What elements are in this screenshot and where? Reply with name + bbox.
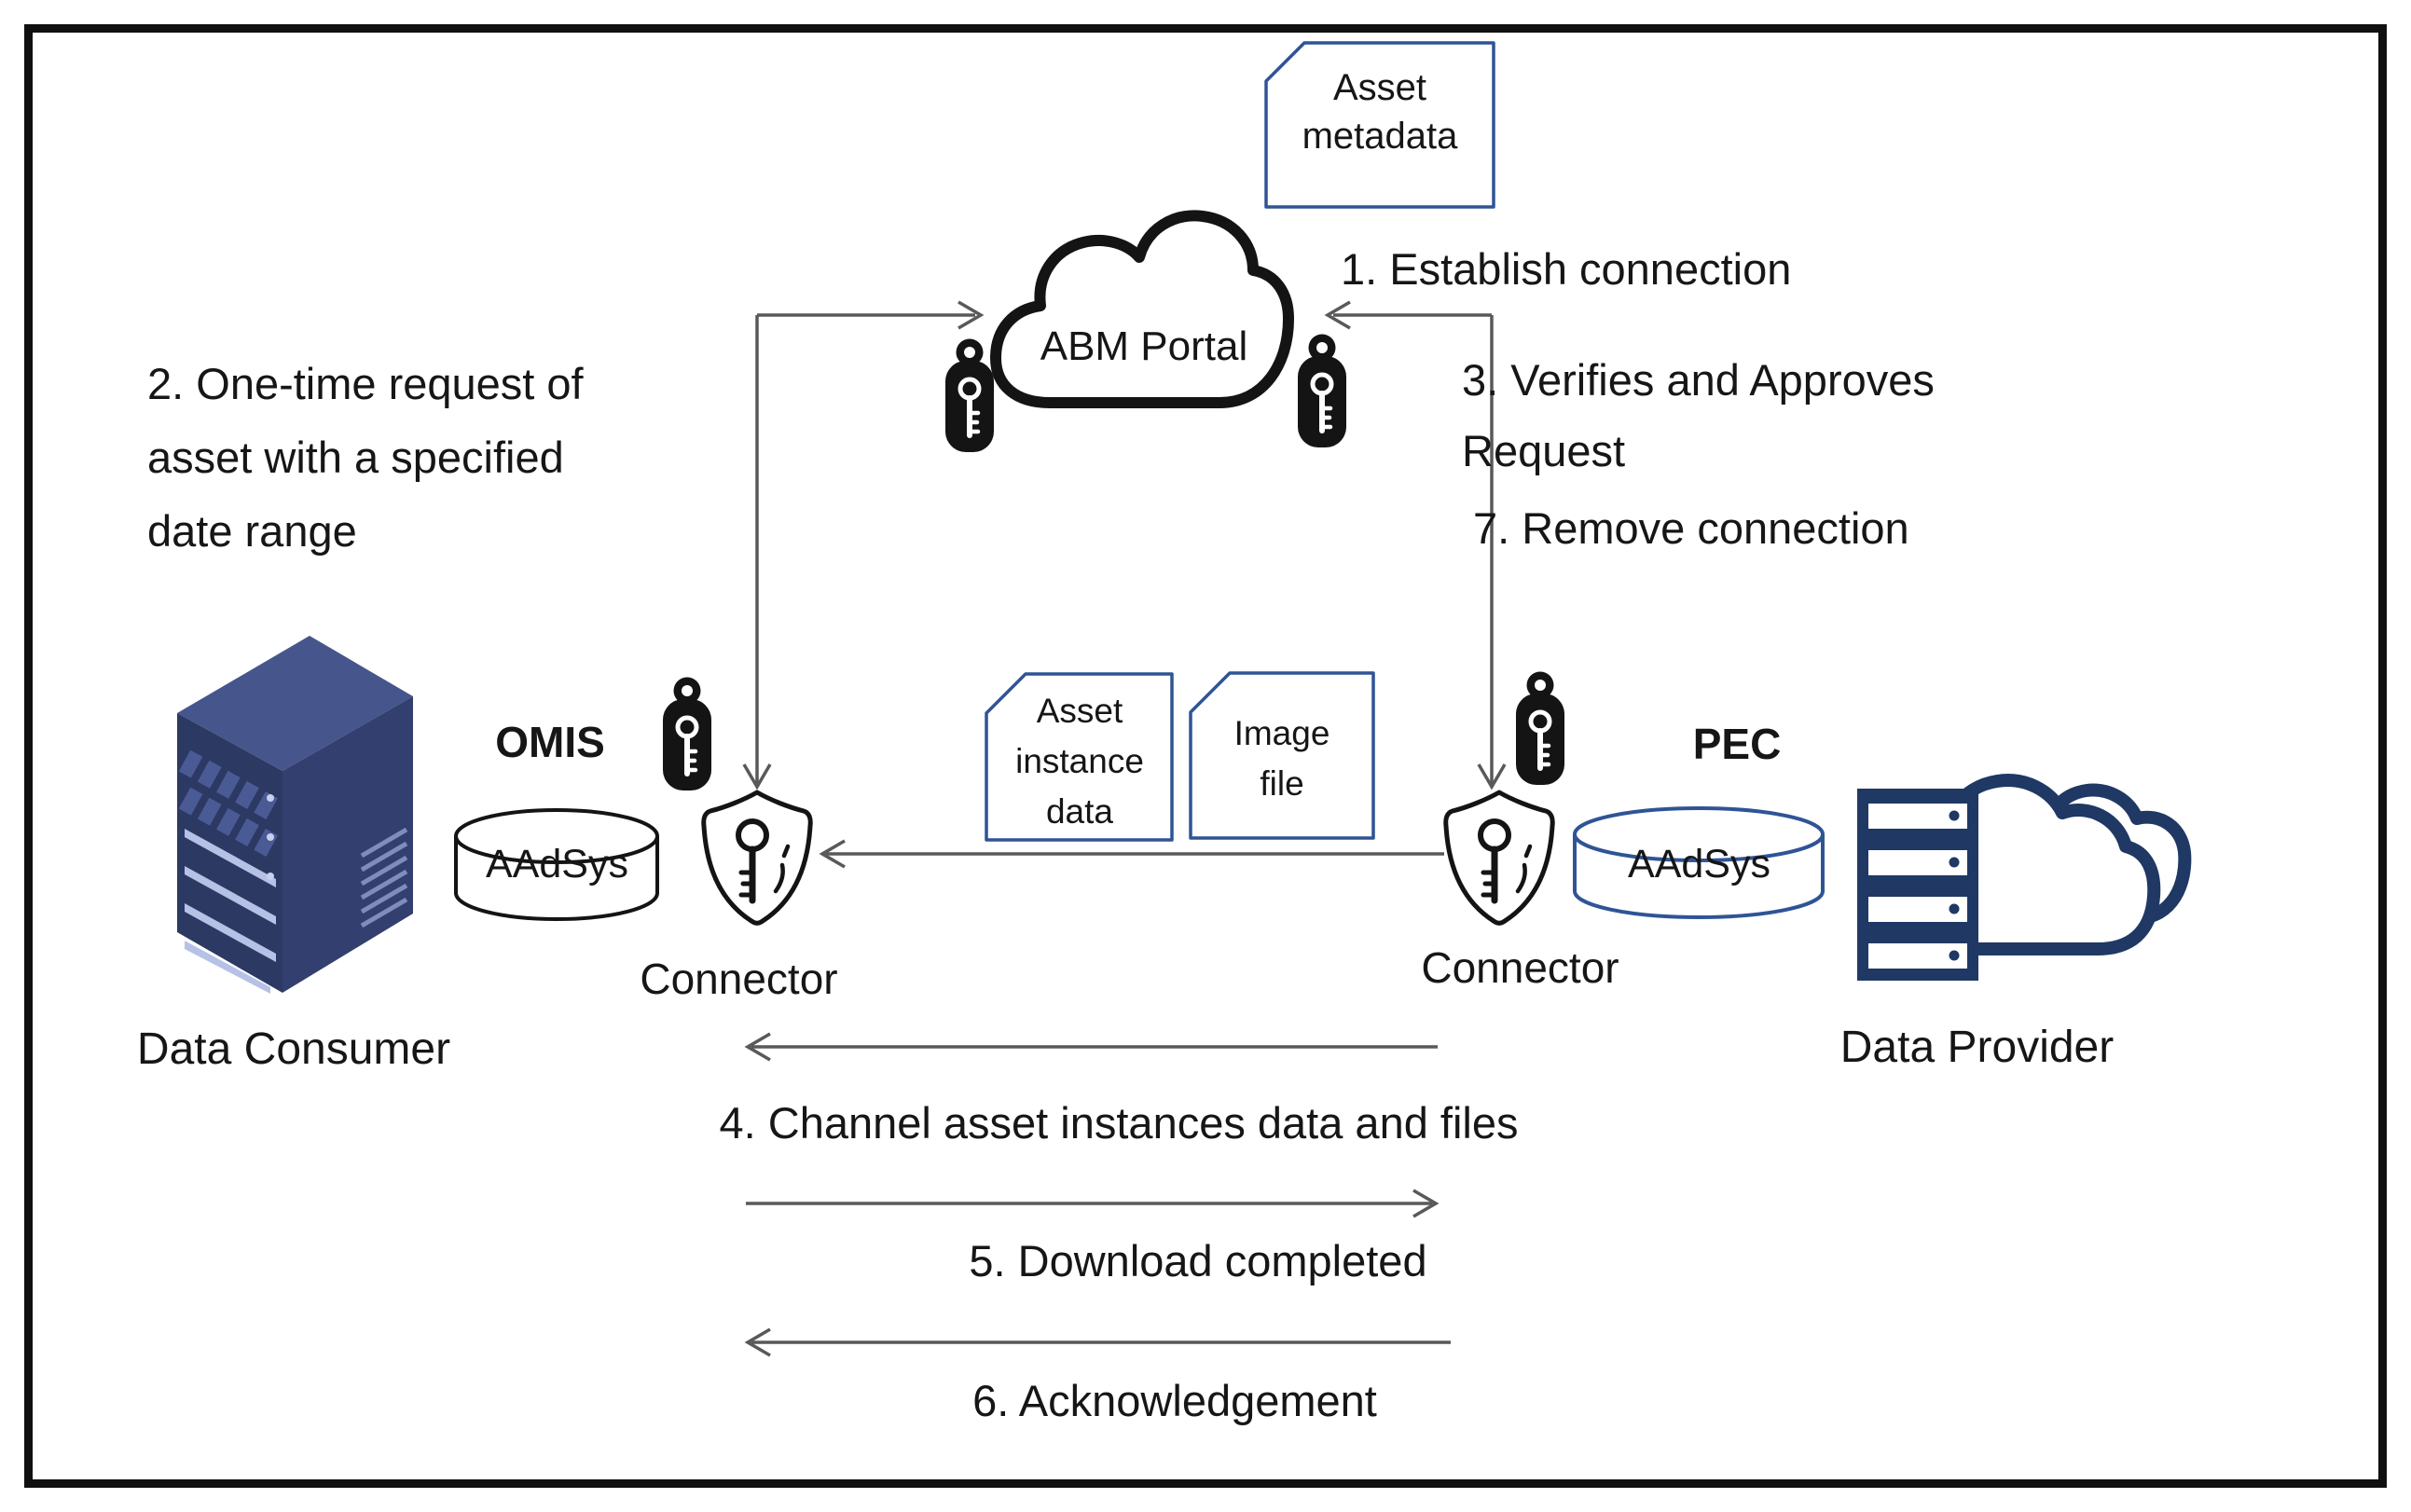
connector-shield-icon-provider <box>1446 792 1552 923</box>
arrowhead-step5 <box>1412 1189 1440 1218</box>
asset-instance-doc-label: Asset instance data <box>1015 692 1144 831</box>
abm-portal-label: ABM Portal <box>1040 323 1248 369</box>
access-key-icon-portal-left <box>945 339 994 453</box>
step3-label: 3. Verifies and Approves Request <box>1462 355 1935 475</box>
pec-system-label: PEC <box>1692 720 1782 768</box>
step2-label: 2. One-time request of asset with a spec… <box>147 359 584 556</box>
arrowhead-into-cloud-right <box>1324 300 1351 330</box>
asset-metadata-doc-label: Asset metadata <box>1302 67 1458 157</box>
image-file-doc-shape <box>1189 671 1375 840</box>
access-key-icon-provider <box>1516 672 1564 786</box>
step1-label: 1. Establish connection <box>1341 244 1792 294</box>
aadsys-database-icon-provider <box>1573 806 1825 919</box>
step4-label: 4. Channel asset instances data and file… <box>719 1098 1519 1148</box>
arrowhead-step6 <box>744 1327 771 1357</box>
asset-metadata-doc-shape <box>1264 41 1495 209</box>
asset-instance-doc-shape <box>985 672 1174 842</box>
arrowhead-docs-transfer <box>819 839 846 869</box>
omis-system-label: OMIS <box>495 718 605 766</box>
data-consumer-server-icon <box>177 636 413 994</box>
step5-label: 5. Download completed <box>969 1236 1427 1285</box>
connector-label-consumer: Connector <box>640 955 838 1003</box>
image-file-doc-label: Image file <box>1233 714 1330 803</box>
access-key-icon-consumer <box>663 678 711 791</box>
data-provider-label: Data Provider <box>1839 1023 2115 1072</box>
arrowhead-into-consumer-shield <box>742 763 772 790</box>
aadsys-label-consumer: AAdSys <box>486 842 628 887</box>
data-provider-server-icon <box>1857 774 2192 981</box>
aadsys-label-provider: AAdSys <box>1628 842 1770 887</box>
outer-frame <box>24 24 2387 1488</box>
abm-portal-cloud-shape <box>990 210 1294 408</box>
aadsys-database-icon-consumer <box>454 808 659 921</box>
arrowhead-into-cloud-left <box>958 300 985 330</box>
connector-label-provider: Connector <box>1421 943 1619 992</box>
arrowhead-into-provider-shield <box>1477 763 1507 790</box>
connector-lines <box>742 300 1507 1357</box>
access-key-icon-portal-right <box>1298 335 1346 448</box>
step7-label: 7. Remove connection <box>1473 503 1909 553</box>
step6-label: 6. Acknowledgement <box>972 1376 1377 1425</box>
connector-shield-icon-consumer <box>704 792 810 923</box>
data-consumer-label: Data Consumer <box>136 1024 451 1074</box>
arrowhead-step4 <box>744 1032 771 1062</box>
